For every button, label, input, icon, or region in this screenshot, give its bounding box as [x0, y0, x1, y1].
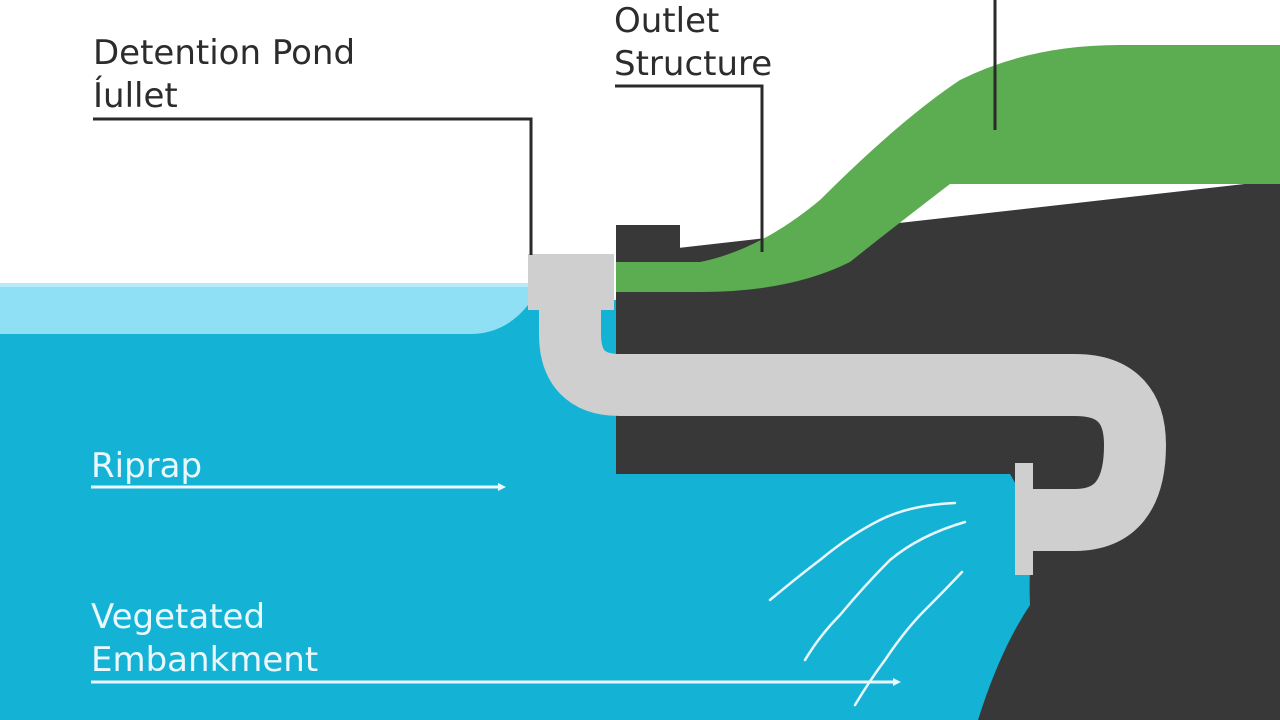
outlet-label-line1: Outlet [614, 1, 720, 41]
riprap-leader-arrow [91, 483, 506, 491]
outlet-riser-block [616, 225, 680, 261]
embankment-label-line1: Vegetated [91, 597, 266, 637]
embankment-label-line2: Embankment [91, 640, 319, 680]
outlet-label-line2: Structure [614, 44, 773, 84]
pipe-outlet-collar [1015, 463, 1033, 575]
grass-slope [616, 45, 1280, 292]
inlet-pipe-mouth [528, 254, 614, 310]
outlet-leader-line [615, 84, 764, 252]
inlet-label-line2: Íullet [93, 76, 178, 116]
embankment-leader-arrow [91, 678, 901, 686]
embankment-soil [616, 180, 1280, 720]
inlet-leader-line [93, 117, 533, 255]
riprap-label: Riprap [91, 446, 203, 486]
inlet-label-line1: Detention Pond [93, 33, 356, 73]
discharge-flow-lines [768, 501, 967, 707]
pond-surface-highlight [0, 283, 528, 287]
pond-surface-band [0, 283, 528, 334]
outlet-pipe [539, 282, 1166, 551]
